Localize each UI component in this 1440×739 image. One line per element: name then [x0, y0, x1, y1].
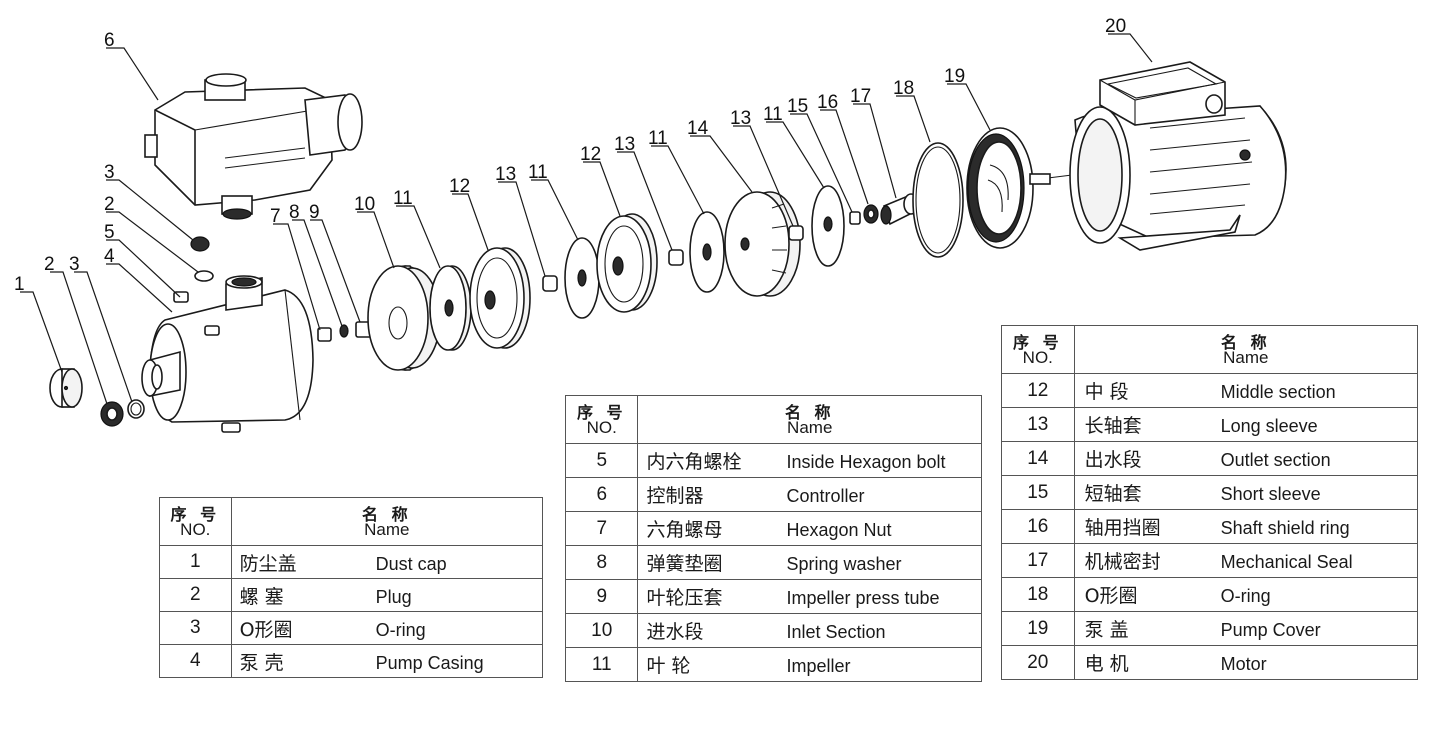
- inlet-section-drawing: [367, 265, 441, 371]
- callout-label: 9: [309, 202, 320, 223]
- motor-drawing: [1029, 61, 1287, 251]
- long-sleeve-3-drawing: [788, 225, 804, 241]
- long-sleeve-2-drawing: [668, 249, 684, 266]
- middle-section-1-drawing: [469, 247, 531, 349]
- callout-label: 8: [289, 202, 300, 223]
- long-sleeve-1-drawing: [542, 275, 558, 292]
- callout-label: 18: [893, 78, 914, 99]
- callout-label: 11: [648, 128, 668, 149]
- inside-hexagon-bolt-drawing: [173, 236, 214, 303]
- callout-label: 12: [580, 144, 601, 165]
- dust-cap-drawing: [49, 368, 83, 408]
- middle-section-2-drawing: [596, 213, 658, 313]
- callout-label: 6: [104, 30, 115, 51]
- callout-label: 13: [730, 108, 751, 129]
- leader-lines: [20, 33, 1153, 405]
- callout-label: 15: [787, 96, 808, 117]
- callout-label: 13: [614, 134, 635, 155]
- spring-washer-drawing: [339, 324, 349, 338]
- callout-label: 5: [104, 222, 115, 243]
- callout-label: 10: [354, 194, 375, 215]
- callout-label: 16: [817, 92, 838, 113]
- plug-drawing: [100, 401, 124, 427]
- callout-label: 3: [104, 162, 115, 183]
- callout-label: 4: [104, 246, 115, 267]
- callout-label: 20: [1105, 16, 1126, 37]
- callout-label: 12: [449, 176, 470, 197]
- callout-label: 19: [944, 66, 965, 87]
- callout-label: 14: [687, 118, 709, 139]
- hex-nut-drawing: [317, 327, 332, 342]
- callout-label: 3: [69, 254, 80, 275]
- callout-label: 13: [495, 164, 516, 185]
- controller-drawing: [144, 73, 363, 220]
- callout-label: 2: [104, 194, 115, 215]
- mechanical-seal-drawing: [880, 193, 919, 226]
- impeller-3-drawing: [689, 211, 725, 293]
- callout-label: 11: [393, 188, 413, 209]
- o-ring-large-drawing: [912, 142, 964, 258]
- impeller-2-drawing: [564, 237, 600, 319]
- impeller-4-drawing: [811, 185, 845, 267]
- callout-label: 11: [528, 162, 548, 183]
- shaft-shield-ring-drawing: [863, 204, 879, 224]
- callout-label: 7: [270, 206, 281, 227]
- pump-casing-drawing: [141, 275, 314, 433]
- outlet-section-drawing: [724, 191, 801, 297]
- callout-label: 2: [44, 254, 55, 275]
- callout-label: 17: [850, 86, 871, 107]
- pump-cover-drawing: [966, 127, 1034, 249]
- impeller-1-drawing: [429, 265, 472, 351]
- o-ring-small-drawing: [127, 399, 145, 419]
- callout-label: 11: [763, 104, 783, 125]
- callout-labels: 1 2 3 4 5 2 3 6 7 8 9 10 11 12 13 11 12 …: [14, 16, 1126, 295]
- short-sleeve-drawing: [849, 211, 861, 225]
- callout-label: 1: [14, 274, 25, 295]
